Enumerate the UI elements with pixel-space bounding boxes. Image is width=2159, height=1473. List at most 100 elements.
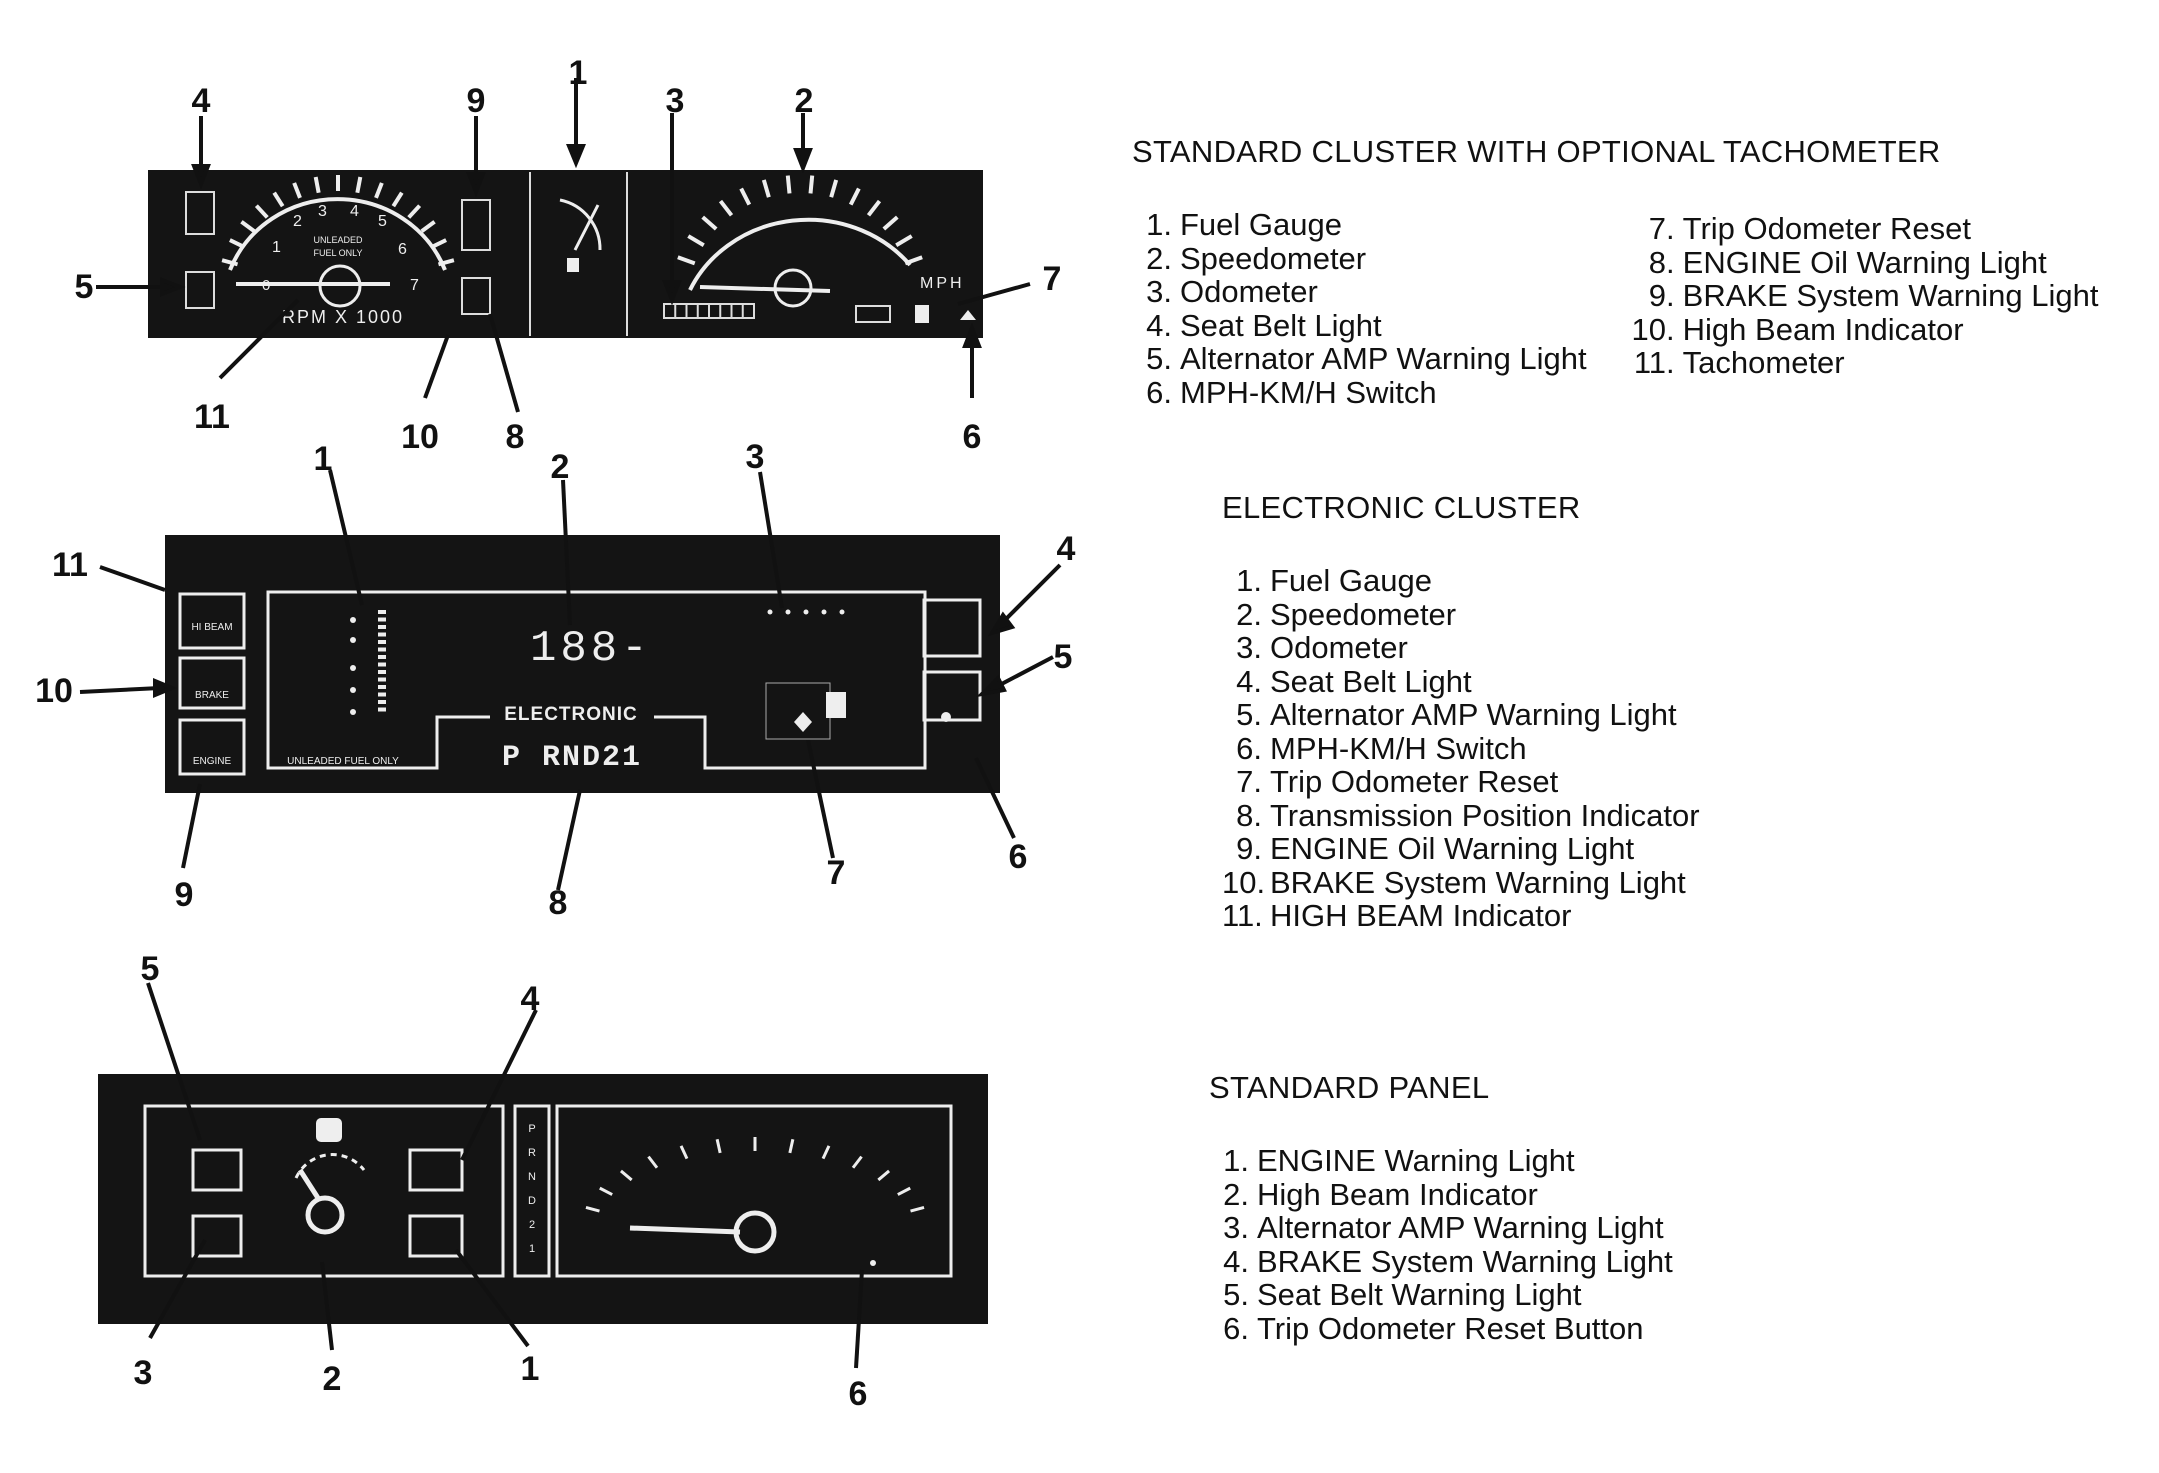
tach-number: 5 <box>378 213 387 230</box>
legend-item: 5.Seat Belt Warning Light <box>1223 1277 1582 1312</box>
legend-item: 7.Trip Odometer Reset <box>1648 211 1971 246</box>
alternator-warning-light <box>191 1214 243 1258</box>
gauge-tick <box>272 191 285 208</box>
legend-item: 1.Fuel Gauge <box>1146 207 1342 242</box>
fuel-scale-dot <box>350 637 356 643</box>
legend-list: 1.ENGINE Warning Light 2.High Beam Indic… <box>1209 1144 1673 1345</box>
tach-number: 4 <box>350 203 359 220</box>
gauge-tick <box>437 258 455 267</box>
callout-5: 5 <box>1054 638 1073 676</box>
gauge-tick <box>240 220 256 233</box>
legend-item: 2.Speedometer <box>1236 596 1457 632</box>
callout-3: 3 <box>134 1354 153 1392</box>
brake-light <box>461 199 491 251</box>
callout-6: 6 <box>963 418 982 456</box>
trip-reset-button <box>915 305 929 323</box>
engine-label: ENGINE <box>193 756 232 767</box>
callout-8: 8 <box>506 418 525 456</box>
gauge-tick <box>355 176 363 194</box>
prnd-letter: 2 <box>529 1219 535 1231</box>
electronic-label: ELECTRONIC <box>504 704 638 725</box>
callout-1: 1 <box>521 1350 540 1388</box>
callout-5: 5 <box>75 268 94 306</box>
legend-item: 8.ENGINE Oil Warning Light <box>1648 244 2047 280</box>
prnd-letter: 1 <box>529 1243 535 1255</box>
alternator-light <box>185 271 215 309</box>
callout-9: 9 <box>467 82 486 120</box>
callout-10: 10 <box>401 418 439 456</box>
gauge-tick <box>585 1205 600 1213</box>
callout-6: 6 <box>1009 838 1028 876</box>
oil-light <box>461 277 491 315</box>
gauge-tick <box>829 179 839 198</box>
fuel-bar-segment <box>378 610 386 614</box>
callout-7: 7 <box>1043 260 1062 298</box>
engine-oil-warning-light <box>178 718 246 776</box>
odometer-digit-dot <box>785 609 791 615</box>
brake-warning-light <box>178 656 246 710</box>
gauge-tick <box>420 220 436 233</box>
gauge-tick <box>374 182 384 199</box>
odometer-digit-dot <box>803 609 809 615</box>
legend-item: 5.Alternator AMP Warning Light <box>1236 697 1677 732</box>
gauge-tick <box>292 182 302 199</box>
fuel-scale-dot <box>350 665 356 671</box>
odometer-digit-dot <box>767 609 773 615</box>
legend-item: 4.Seat Belt Light <box>1146 307 1382 343</box>
fuel-bar-segment <box>378 677 386 682</box>
tach-label-fuel-only: FUEL ONLY <box>313 248 362 258</box>
legend-standard-cluster: STANDARD CLUSTER WITH OPTIONAL TACHOMETE… <box>1132 134 2098 409</box>
legend-item: 4.BRAKE System Warning Light <box>1223 1243 1673 1279</box>
prnd-letter: P <box>528 1123 535 1135</box>
legend-electronic-cluster: ELECTRONIC CLUSTER 1.Fuel Gauge 2.Speedo… <box>1222 490 1700 933</box>
fuel-note: UNLEADED FUEL ONLY <box>287 756 399 767</box>
speed-needle <box>699 285 831 293</box>
legend-item: 10.High Beam Indicator <box>1631 311 1964 347</box>
gauge-tick <box>313 176 321 194</box>
callout-4: 4 <box>192 82 211 120</box>
fuel-bar-segment <box>378 625 386 629</box>
callout-5: 5 <box>141 950 160 988</box>
legend-title: STANDARD PANEL <box>1209 1070 1490 1105</box>
gauge-tick <box>701 215 718 231</box>
fuel-scale-dot <box>350 617 356 623</box>
standard-cluster-diagram: 1 2 3 4 5 6 7 0 UNLEADED FUEL ONLY RPM X… <box>75 54 1062 456</box>
callout-6: 6 <box>849 1375 868 1413</box>
tachometer: 1 2 3 4 5 6 7 0 UNLEADED FUEL ONLY RPM X… <box>221 175 455 327</box>
fuel-gauge-standard <box>294 1118 366 1235</box>
odometer-digit-dot <box>839 609 845 615</box>
gauge-tick <box>761 179 771 198</box>
fuel-bar-segment <box>378 700 386 704</box>
callout-1: 1 <box>314 440 333 478</box>
callout-8: 8 <box>549 884 568 922</box>
engine-warning-light <box>408 1214 464 1258</box>
gauge-tick <box>895 234 913 247</box>
prnd-letter: D <box>528 1195 536 1207</box>
gauge-tick <box>619 1169 633 1182</box>
gear-indicator: P RND21 <box>502 741 642 775</box>
legend-standard-panel: STANDARD PANEL 1.ENGINE Warning Light 2.… <box>1209 1070 1673 1345</box>
prnd-letter: R <box>528 1147 536 1159</box>
gauge-tick <box>877 1169 891 1182</box>
fuel-bar-segment <box>378 617 386 622</box>
gauge-tick <box>647 1155 659 1169</box>
gauge-tick <box>882 215 899 231</box>
prnd-strip <box>513 1104 551 1278</box>
gauge-tick <box>739 187 752 206</box>
trip-reset-electronic <box>794 712 812 732</box>
electronic-cluster-body <box>165 535 1000 793</box>
fuel-gauge-electronic <box>350 610 386 715</box>
trip-reset-button-standard <box>870 1260 876 1266</box>
legend-item: 1.Fuel Gauge <box>1236 563 1432 598</box>
legend-item: 3.Odometer <box>1236 630 1408 665</box>
fuel-bar-segment <box>378 707 386 712</box>
legend-item: 2.High Beam Indicator <box>1223 1176 1538 1212</box>
tach-rpm-label: RPM X 1000 <box>282 307 404 327</box>
legend-item: 11.HIGH BEAM Indicator <box>1222 898 1572 933</box>
legend-item: 3.Odometer <box>1146 274 1318 309</box>
gauge-tick <box>848 187 861 206</box>
gauge-tick <box>718 199 734 217</box>
tach-label-unleaded: UNLEADED <box>313 235 363 245</box>
